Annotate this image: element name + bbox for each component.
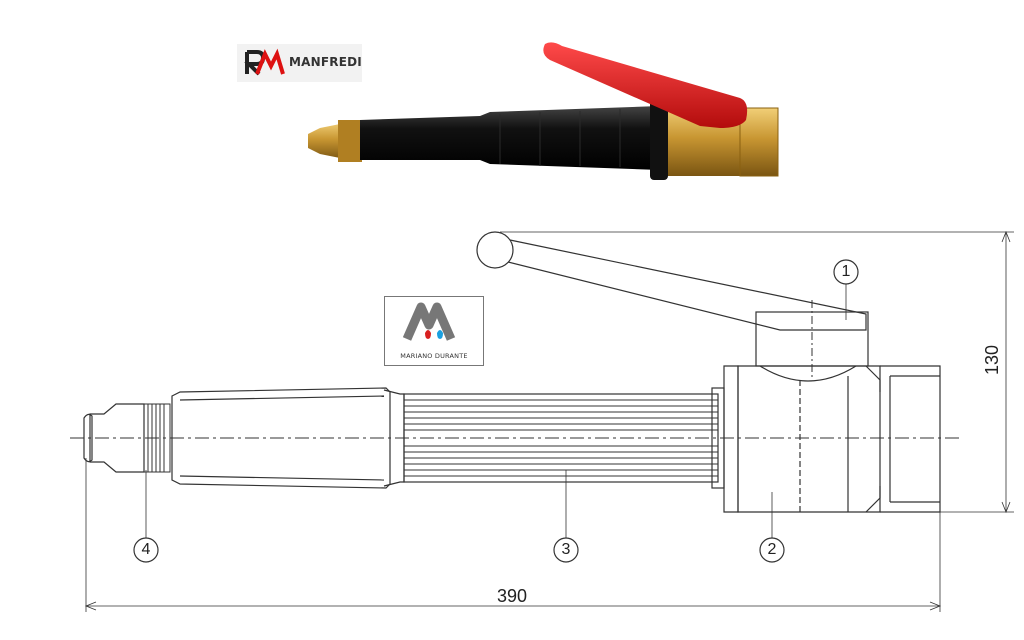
drawing-valve-body <box>737 365 881 513</box>
rm-logo-icon <box>244 48 285 76</box>
callout-4-circle <box>133 537 159 563</box>
drawing-grip-ribs <box>404 399 718 477</box>
grip-black <box>360 106 670 170</box>
md-logo-icon <box>403 302 456 341</box>
manfredi-wordmark: MANFREDI <box>289 55 362 69</box>
callout-1-circle <box>833 259 859 285</box>
callout-2-circle <box>759 537 785 563</box>
product-photo <box>308 42 779 180</box>
valve-coupling <box>739 107 779 177</box>
drawing-lever-knob <box>476 231 514 269</box>
callout-3-circle <box>553 537 579 563</box>
md-wordmark: MARIANO DURANTE <box>400 352 468 360</box>
drawing-lever-arm <box>507 239 867 331</box>
grip-ribs <box>499 109 621 167</box>
callout-2: 2 <box>767 541 777 558</box>
nozzle-knurl <box>338 120 362 162</box>
drawing-valve-flange <box>723 365 739 513</box>
dimension-length-label: 390 <box>497 586 528 606</box>
drawing-grip <box>403 393 719 483</box>
mariano-durante-logo: MARIANO DURANTE <box>384 296 484 366</box>
dimension-height-label: 130 <box>982 344 1002 375</box>
drawing-coupling <box>880 365 941 513</box>
manfredi-logo: MANFREDI <box>237 44 362 82</box>
callout-3: 3 <box>561 541 571 558</box>
drawing-knurl <box>143 403 171 473</box>
grip-flange <box>650 100 668 180</box>
callout-4: 4 <box>141 541 151 558</box>
callout-1: 1 <box>841 263 851 280</box>
red-lever <box>543 42 748 128</box>
